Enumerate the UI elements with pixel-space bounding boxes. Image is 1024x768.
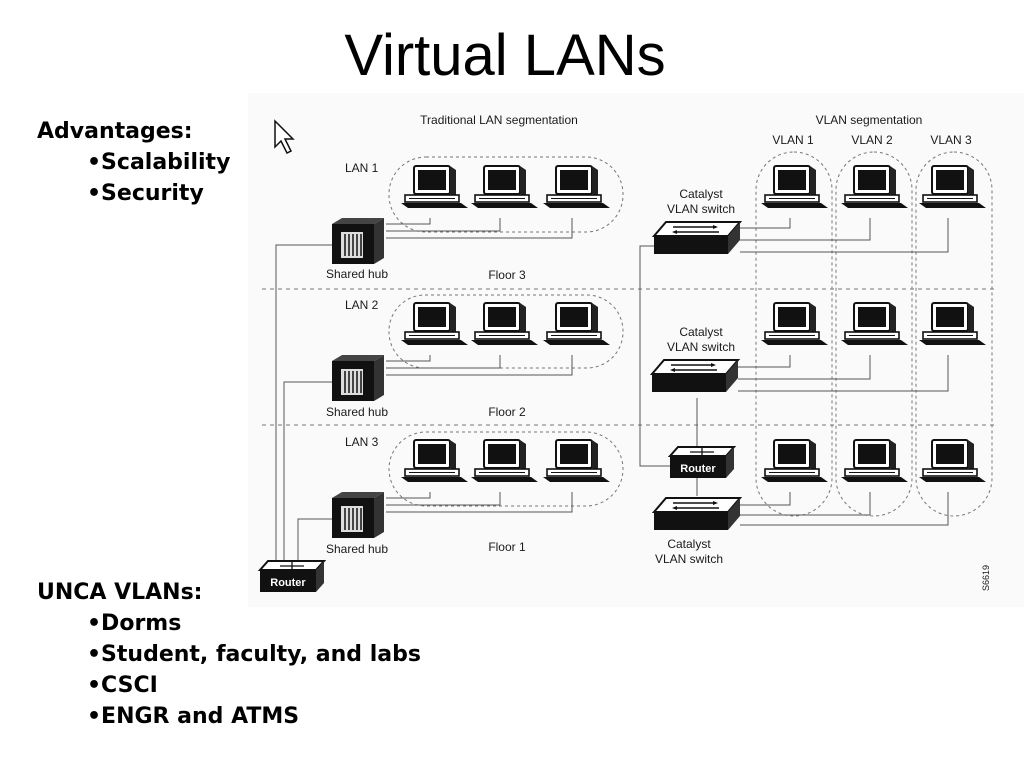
unca-vlan-item: •Dorms <box>87 611 182 636</box>
mouse-pointer-icon <box>274 119 295 155</box>
vlan-switch-label: VLAN switch <box>667 202 735 216</box>
advantages-block: Advantages: •Scalability •Security <box>37 116 230 209</box>
catalyst-label: Catalyst <box>679 187 723 201</box>
floor-3-label: Floor 3 <box>488 268 526 282</box>
floor-2-label: Floor 2 <box>488 405 526 419</box>
hub-icon <box>331 491 385 539</box>
lan-2-label: LAN 2 <box>345 298 379 312</box>
router-label: Router <box>680 463 716 475</box>
hub-label: Shared hub <box>326 405 388 419</box>
lan-3-label: LAN 3 <box>345 435 379 449</box>
catalyst-label: Catalyst <box>667 537 711 551</box>
hub-label: Shared hub <box>326 267 388 281</box>
figure-id: S6619 <box>981 565 991 591</box>
hub-icon <box>331 354 385 402</box>
unca-vlan-item: •CSCI <box>87 673 158 698</box>
vlan-1-label: VLAN 1 <box>772 133 814 147</box>
hub-label: Shared hub <box>326 542 388 556</box>
vlan-switch-label: VLAN switch <box>667 340 735 354</box>
advantages-heading: Advantages: <box>37 119 193 144</box>
switch-icon <box>653 221 741 255</box>
floor-1-label: Floor 1 <box>488 540 526 554</box>
hub-icon <box>331 217 385 265</box>
network-cables <box>275 218 949 562</box>
vlan-2-label: VLAN 2 <box>851 133 893 147</box>
vlan-switch-label: VLAN switch <box>655 552 723 566</box>
unca-vlan-item: •ENGR and ATMS <box>87 704 300 729</box>
catalyst-label: Catalyst <box>679 325 723 339</box>
switch-icon <box>651 359 739 393</box>
lan-1-label: LAN 1 <box>345 161 379 175</box>
slide-title: Virtual LANs <box>344 23 666 88</box>
advantage-item: •Security <box>87 181 204 206</box>
vlan-heading: VLAN segmentation <box>816 113 923 127</box>
traditional-heading: Traditional LAN segmentation <box>420 113 578 127</box>
unca-vlans-heading: UNCA VLANs: <box>37 580 203 605</box>
unca-vlan-item: •Student, faculty, and labs <box>87 642 421 667</box>
unca-vlans-block: UNCA VLANs: •Dorms •Student, faculty, an… <box>37 577 421 732</box>
floor-separators <box>262 288 995 426</box>
vlan-3-label: VLAN 3 <box>930 133 972 147</box>
switch-icon <box>653 497 741 531</box>
vlan-network-diagram: Traditional LAN segmentation VLAN segmen… <box>248 93 1024 607</box>
vlan-group-outlines <box>755 151 993 517</box>
router-label: Router <box>270 577 306 589</box>
advantage-item: •Scalability <box>87 150 231 175</box>
lan-group-outlines <box>388 156 624 507</box>
